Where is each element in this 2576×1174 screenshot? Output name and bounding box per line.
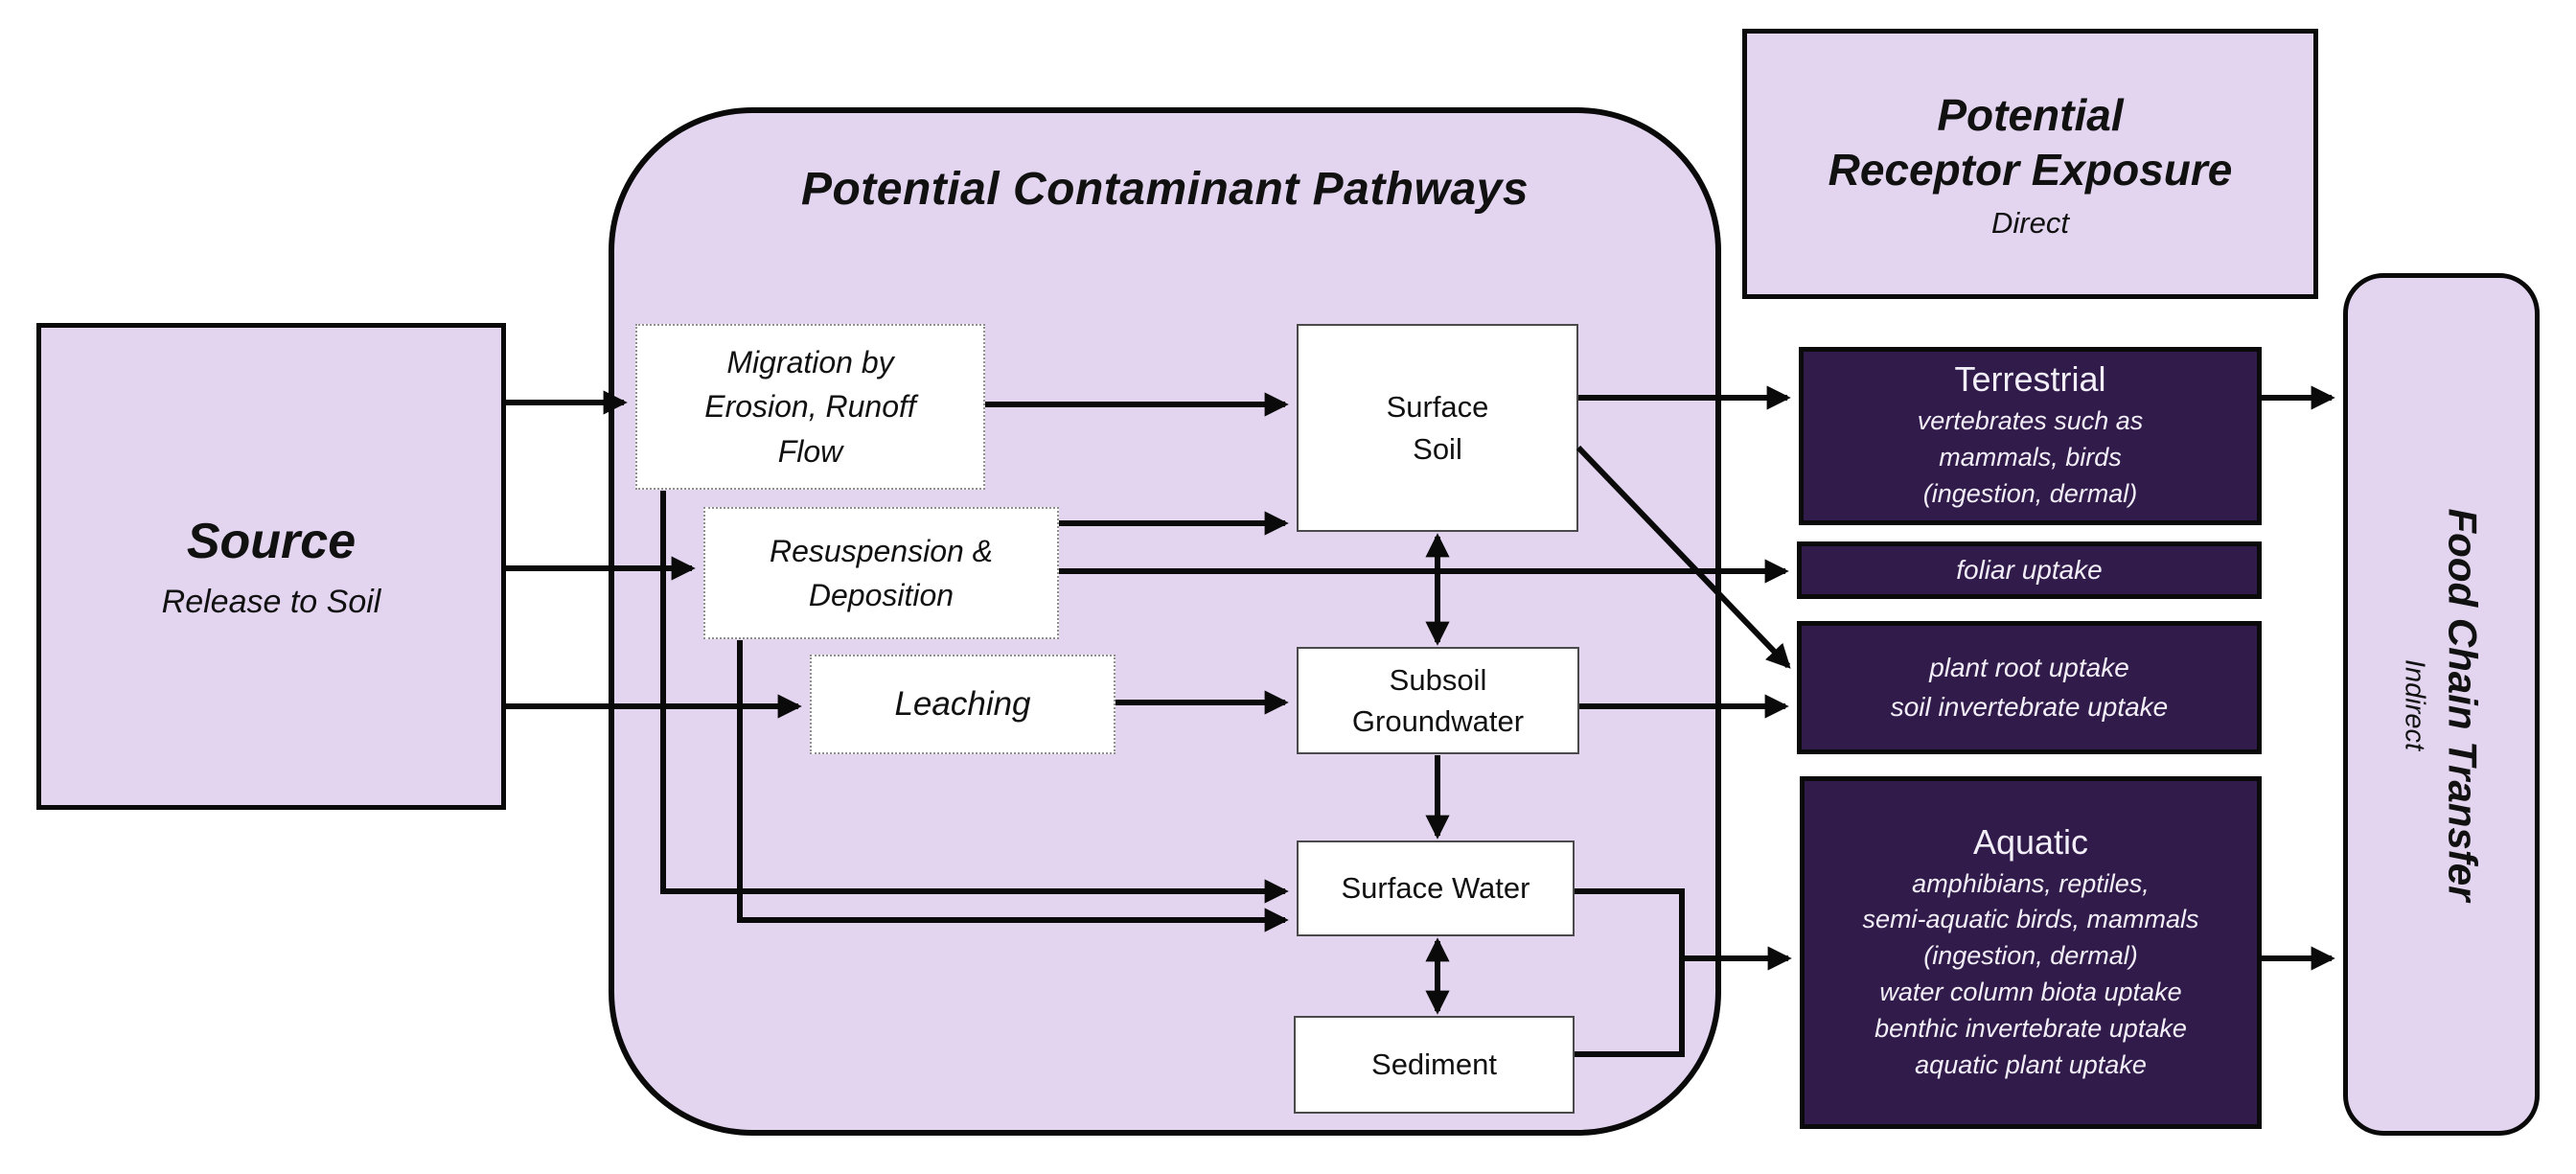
aquatic-title: Aquatic xyxy=(1972,821,2089,862)
subsoil-groundwater-box: Subsoil Groundwater xyxy=(1297,647,1579,754)
pathways-title: Potential Contaminant Pathways xyxy=(800,164,1530,215)
food-chain-rotated-text: Food Chain Transfer Indirect xyxy=(2398,508,2485,901)
food-chain-title: Food Chain Transfer xyxy=(2440,508,2485,901)
receptor-exposure-subtitle: Direct xyxy=(1991,205,2069,240)
terrestrial-receptor-box: Terrestrial vertebrates such as mammals,… xyxy=(1799,347,2262,525)
food-chain-subtitle: Indirect xyxy=(2399,658,2429,750)
aquatic-receptor-box: Aquatic amphibians, reptiles, semi-aquat… xyxy=(1800,776,2262,1129)
source-subtitle: Release to Soil xyxy=(161,583,381,620)
surface-water-box: Surface Water xyxy=(1297,840,1575,936)
food-chain-transfer-box: Food Chain Transfer Indirect xyxy=(2343,273,2540,1136)
aquatic-details: amphibians, reptiles, semi-aquatic birds… xyxy=(1862,868,2199,1079)
receptor-exposure-title: Potential Receptor Exposure xyxy=(1828,89,2233,196)
plant-root-soil-invertebrate-box: plant root uptake soil invertebrate upta… xyxy=(1797,621,2262,754)
terrestrial-details: vertebrates such as mammals, birds (inge… xyxy=(1917,406,2144,508)
source-box: Source Release to Soil xyxy=(36,323,506,810)
resuspension-deposition-box: Resuspension & Deposition xyxy=(703,507,1059,639)
terrestrial-title: Terrestrial xyxy=(1954,359,2106,400)
foliar-uptake-box: foliar uptake xyxy=(1797,541,2262,599)
leaching-box: Leaching xyxy=(810,655,1116,754)
receptor-exposure-box: Potential Receptor Exposure Direct xyxy=(1742,29,2318,299)
surface-soil-box: Surface Soil xyxy=(1297,324,1578,532)
source-title: Source xyxy=(186,513,356,569)
sediment-box: Sediment xyxy=(1294,1016,1575,1114)
migration-erosion-runoff-box: Migration by Erosion, Runoff Flow xyxy=(635,324,985,490)
